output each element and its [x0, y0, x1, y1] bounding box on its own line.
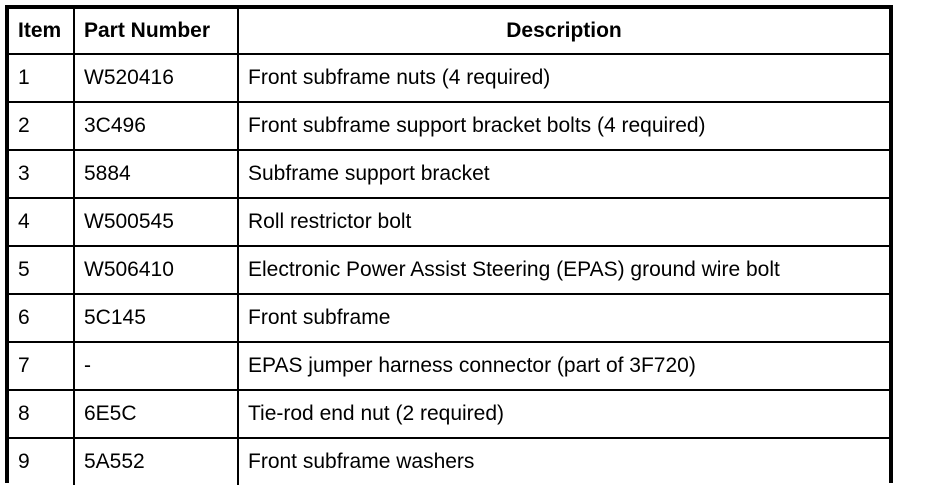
- cell-part-number: 6E5C: [73, 389, 239, 439]
- table-header: Item Part Number Description: [9, 9, 889, 55]
- cell-item: 6: [9, 293, 75, 343]
- cell-part-number: W506410: [73, 245, 239, 295]
- cell-description: Subframe support bracket: [237, 149, 889, 199]
- cell-description: Front subframe: [237, 293, 889, 343]
- cell-description: Front subframe support bracket bolts (4 …: [237, 101, 889, 151]
- cell-part-number: 5884: [73, 149, 239, 199]
- cell-part-number: -: [73, 341, 239, 391]
- table-row: 7-EPAS jumper harness connector (part of…: [9, 341, 889, 391]
- column-header-item: Item: [9, 9, 75, 55]
- cell-part-number: W500545: [73, 197, 239, 247]
- cell-item: 9: [9, 437, 75, 485]
- column-header-part-number: Part Number: [73, 9, 239, 55]
- cell-item: 1: [9, 53, 75, 103]
- cell-part-number: 5A552: [73, 437, 239, 485]
- cell-description: Front subframe washers: [237, 437, 889, 485]
- cell-description: Electronic Power Assist Steering (EPAS) …: [237, 245, 889, 295]
- cell-item: 5: [9, 245, 75, 295]
- cell-item: 4: [9, 197, 75, 247]
- cell-part-number: W520416: [73, 53, 239, 103]
- column-header-description: Description: [237, 9, 889, 55]
- cell-description: Tie-rod end nut (2 required): [237, 389, 889, 439]
- cell-item: 3: [9, 149, 75, 199]
- cell-item: 7: [9, 341, 75, 391]
- cell-item: 8: [9, 389, 75, 439]
- cell-part-number: 5C145: [73, 293, 239, 343]
- cell-description: Front subframe nuts (4 required): [237, 53, 889, 103]
- cell-part-number: 3C496: [73, 101, 239, 151]
- cell-description: EPAS jumper harness connector (part of 3…: [237, 341, 889, 391]
- cell-description: Roll restrictor bolt: [237, 197, 889, 247]
- table-header-row: Item Part Number Description: [9, 9, 889, 55]
- cell-item: 2: [9, 101, 75, 151]
